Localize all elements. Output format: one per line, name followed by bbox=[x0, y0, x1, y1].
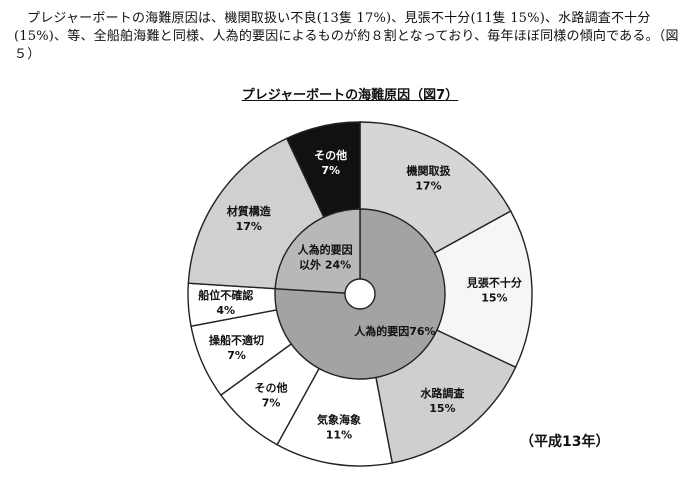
center-hole bbox=[344, 278, 376, 310]
inner-slice-0 bbox=[274, 208, 446, 380]
inner-slice-1 bbox=[274, 208, 361, 295]
era-label: （平成13年） bbox=[520, 434, 610, 450]
inner-slice-label-0: 人為的要因76% bbox=[354, 324, 435, 338]
outer-slice-1 bbox=[358, 210, 533, 369]
chart-title: プレジャーボートの海難原因（図7） bbox=[241, 88, 459, 103]
inner-slice-label-1: 人為的要因以外 24% bbox=[298, 242, 353, 271]
intro-paragraph: プレジャーボートの海難原因は、機関取扱い不良(13隻 17%)、見張不十分(11… bbox=[14, 11, 679, 62]
